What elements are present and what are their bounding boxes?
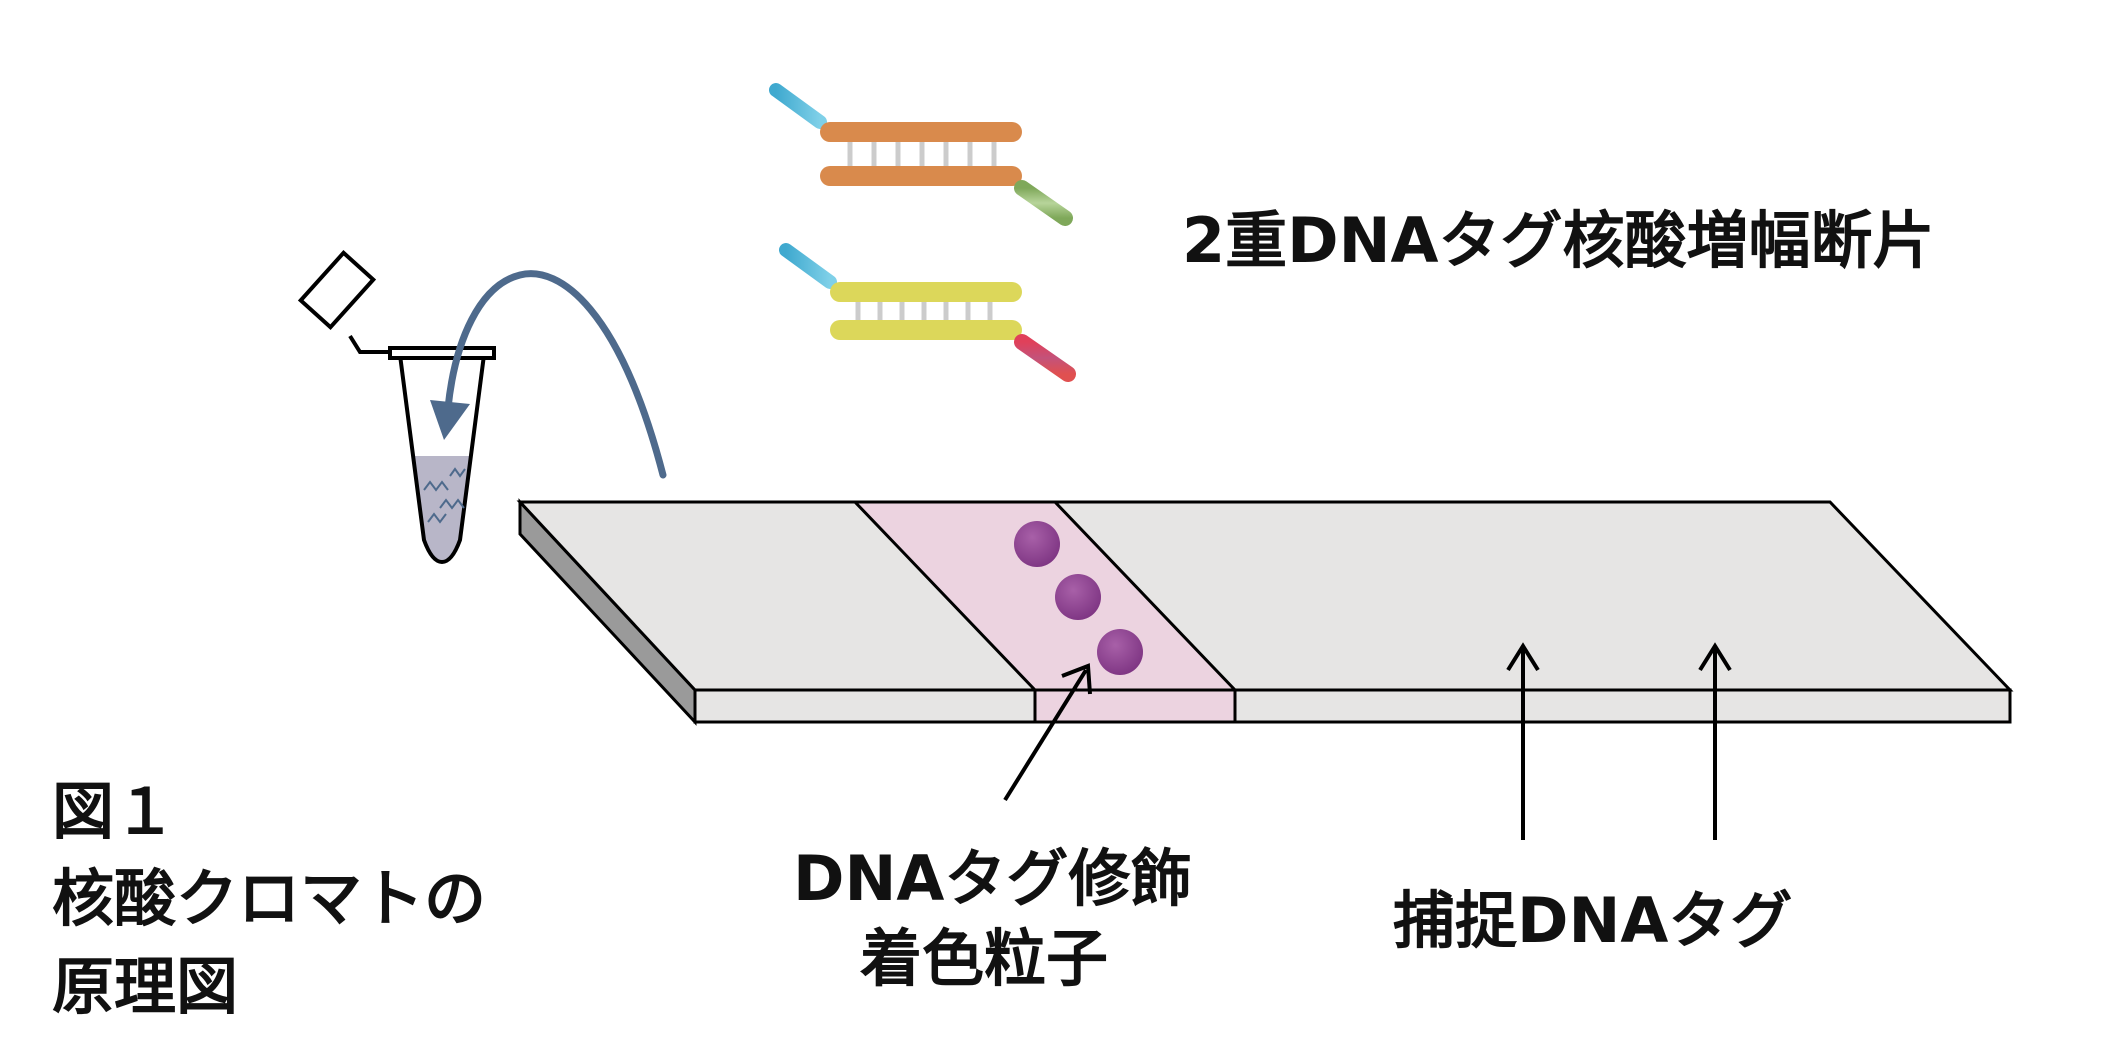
sample-tube [297, 250, 496, 565]
tag-modified-particles [945, 521, 1143, 675]
apply-sample-arrow [444, 270, 667, 479]
pointer-arrows [1003, 642, 1732, 840]
particle-1 [945, 521, 1060, 567]
particle-2 [985, 574, 1101, 620]
figure-title-line2: 原理図 [52, 950, 238, 1023]
dna-strands-in-tube [423, 467, 466, 524]
colored-particle-label-line2: 着色粒子 [860, 922, 1108, 995]
tube-lid-hinge [348, 334, 392, 354]
tube-rim [388, 346, 496, 360]
green-capture-pointer-arrow [1698, 642, 1732, 840]
tube-liquid [412, 456, 472, 560]
apply-sample-arrowhead [430, 400, 470, 440]
tube-body [397, 353, 487, 565]
amplicon-yellow [779, 243, 1076, 382]
particle-3 [1026, 629, 1143, 675]
figure-number: 図１ [52, 775, 176, 848]
particle-pointer-arrow [1003, 663, 1092, 802]
tube-lid [297, 250, 377, 330]
capture-tag-label: 捕捉DNAタグ [1393, 884, 1792, 957]
strip-front-face [693, 688, 2012, 724]
red-capture-pointer-arrow [1506, 642, 1540, 840]
capture-tags-red [1486, 437, 1615, 664]
amplicon-label: 2重DNAタグ核酸増幅断片 [1182, 204, 1934, 277]
capture-tags-green [1660, 438, 1790, 665]
amplicon-orange [769, 83, 1073, 226]
colored-particle-label-line1: DNAタグ修飾 [793, 842, 1192, 915]
figure-title-line1: 核酸クロマトの [52, 862, 486, 935]
